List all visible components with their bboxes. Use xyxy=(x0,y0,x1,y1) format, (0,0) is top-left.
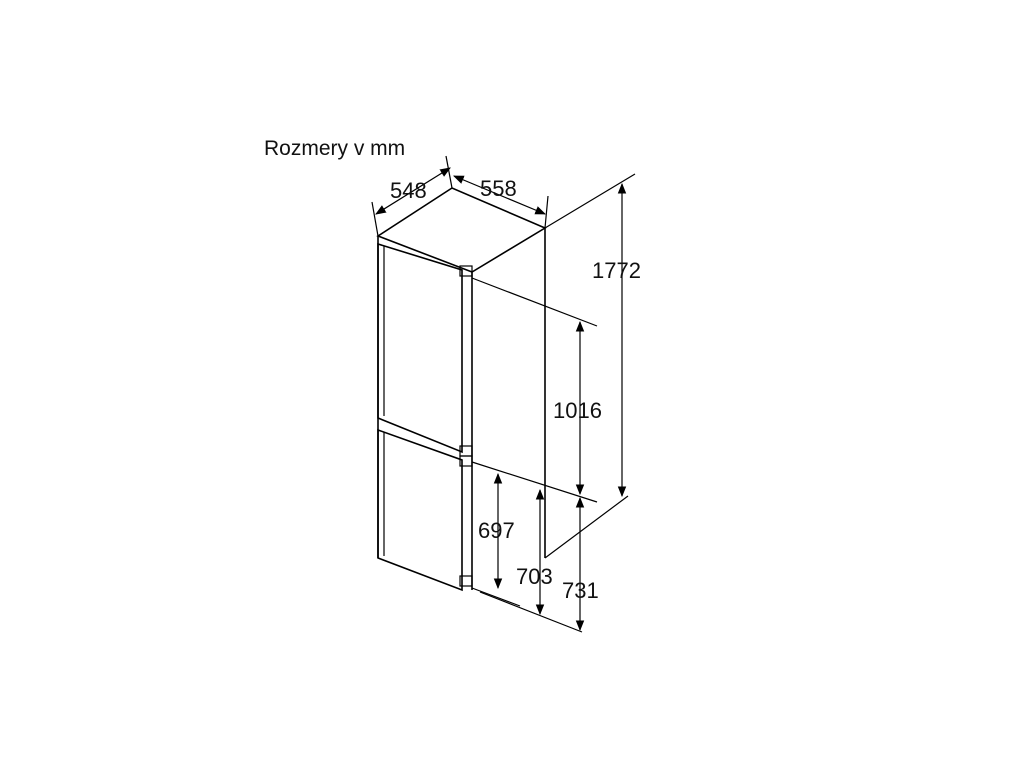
bottom-hinge xyxy=(459,575,473,587)
dim-lower-total-label: 731 xyxy=(562,578,599,603)
dim-lower-mid: 703 xyxy=(471,488,553,616)
dim-lower-door-label: 697 xyxy=(478,518,515,543)
dim-lower-mid-label: 703 xyxy=(516,564,553,589)
dim-depth: 548 xyxy=(371,155,453,237)
lower-door xyxy=(377,428,463,592)
diagram-title: Rozmery v mm xyxy=(264,137,405,160)
dim-lower-total: 731 xyxy=(479,496,599,633)
dim-upper-section-label: 1016 xyxy=(553,398,602,423)
middle-hinge-bottom xyxy=(459,455,473,467)
dim-width: 558 xyxy=(453,175,549,229)
dim-lower-door: 697 xyxy=(478,472,515,590)
fridge-body xyxy=(376,187,547,592)
dim-width-label: 558 xyxy=(480,176,517,201)
dim-upper-section: 1016 xyxy=(471,277,602,503)
dim-depth-label: 548 xyxy=(390,178,427,203)
upper-door xyxy=(377,242,463,454)
dim-total-height: 1772 xyxy=(544,173,641,559)
dim-total-height-label: 1772 xyxy=(592,258,641,283)
upper-hinge xyxy=(459,265,473,277)
